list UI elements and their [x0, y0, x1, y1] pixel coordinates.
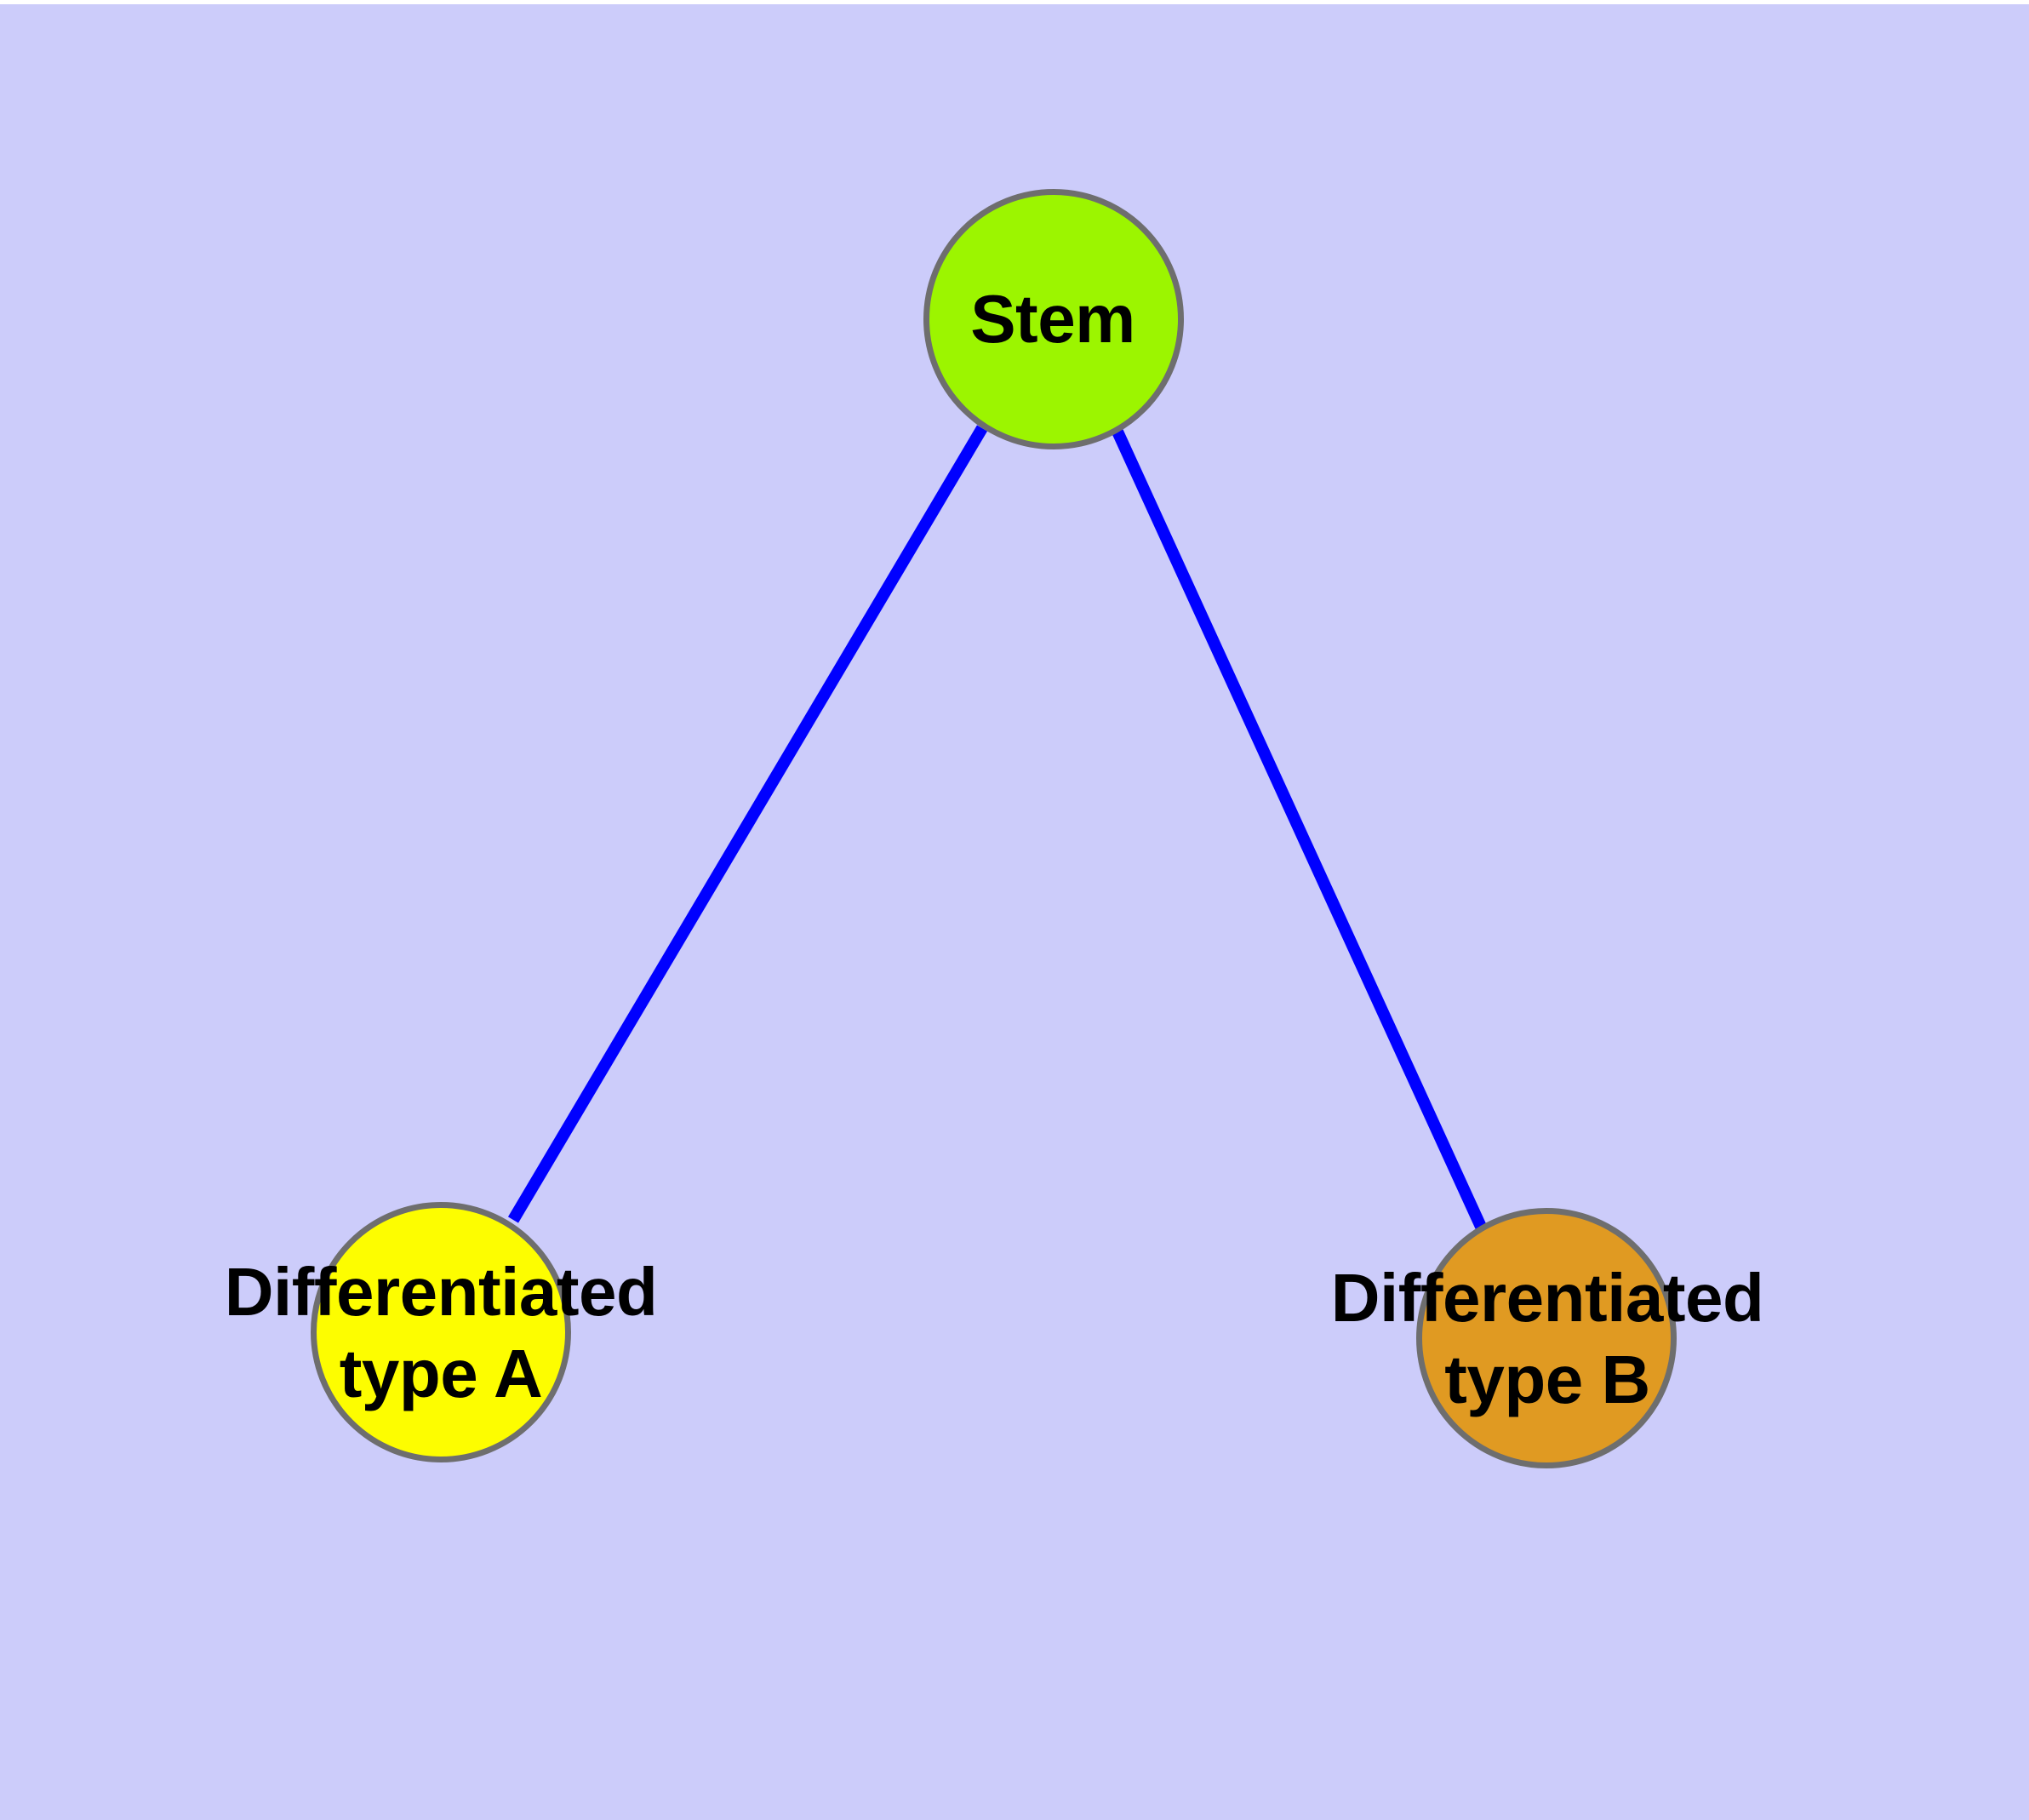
node-differentiated-type-a[interactable] [311, 1202, 571, 1462]
edge-stem-to-diff-b[interactable] [1112, 429, 1487, 1229]
canvas-top-margin [0, 0, 2029, 4]
edge-stem-to-diff-a[interactable] [507, 425, 988, 1223]
node-stem[interactable] [923, 189, 1184, 449]
node-differentiated-type-b[interactable] [1416, 1208, 1677, 1468]
